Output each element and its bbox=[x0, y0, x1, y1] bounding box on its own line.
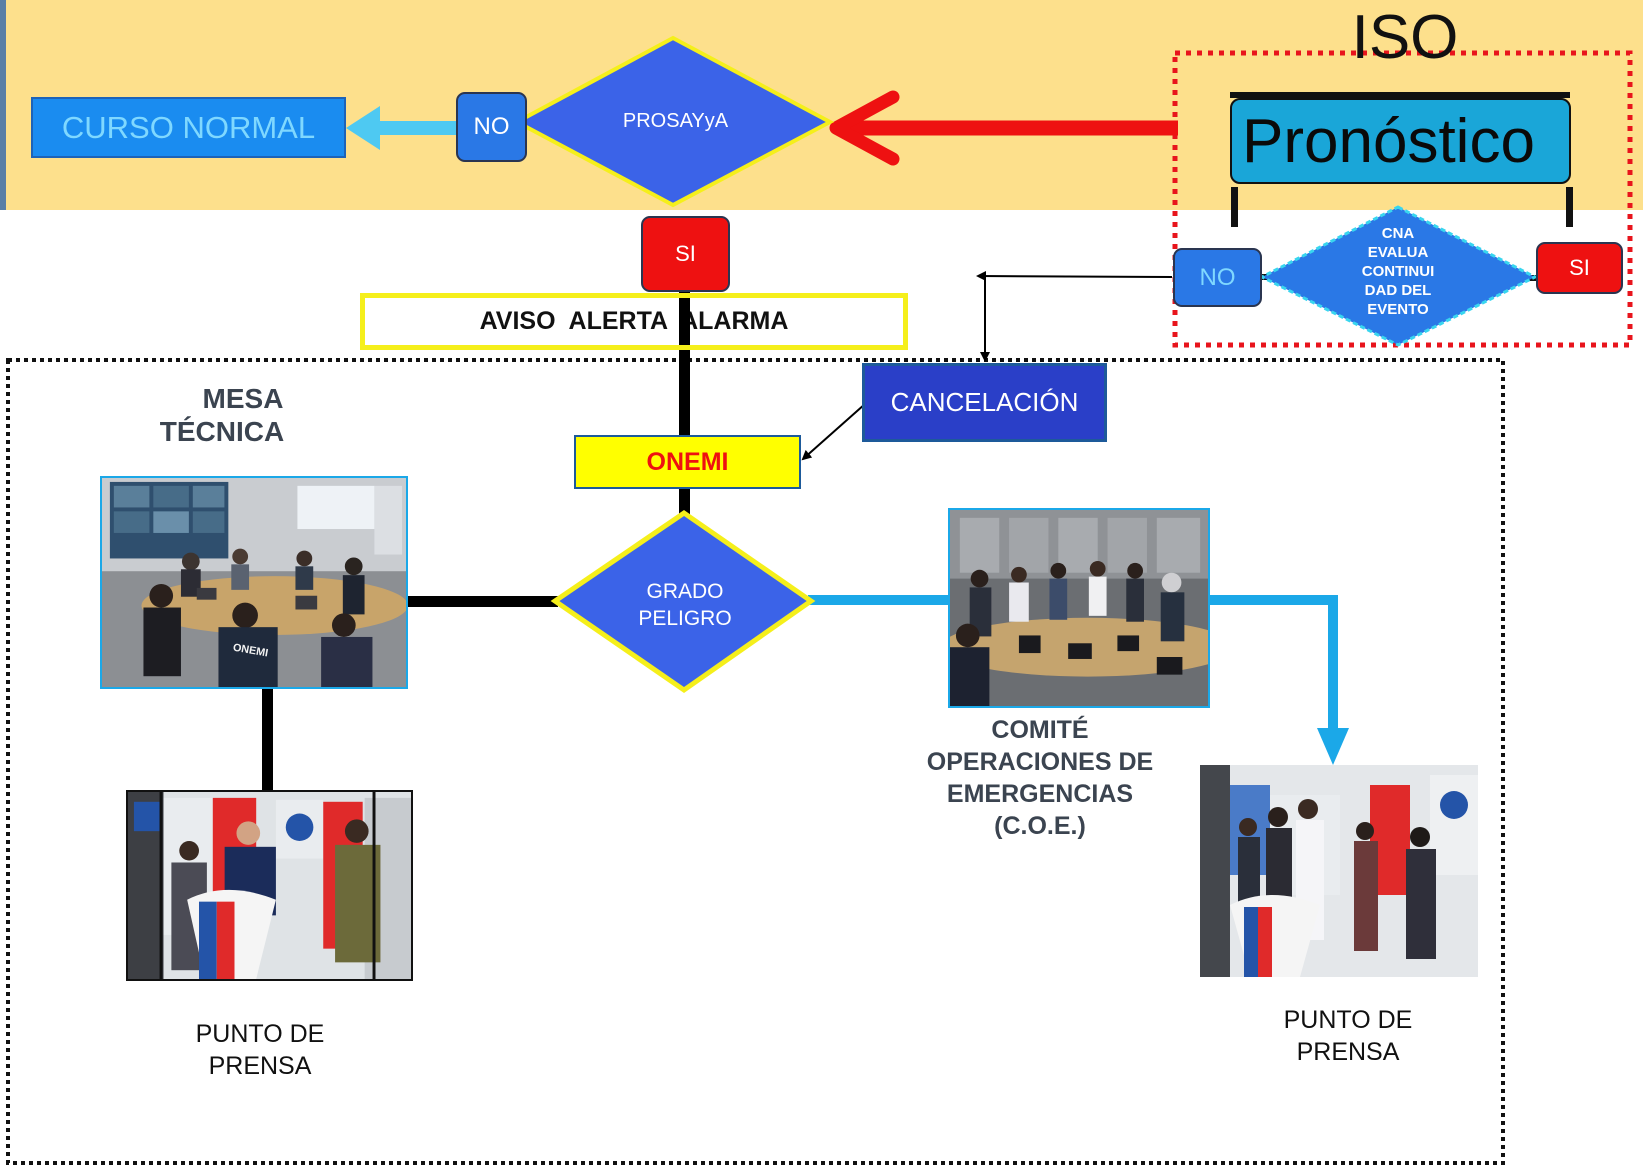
aviso-line-overlay bbox=[679, 298, 690, 345]
grado-line-2: PELIGRO bbox=[638, 607, 732, 630]
red-arrow-head bbox=[829, 90, 900, 166]
main-vertical-connector bbox=[679, 290, 690, 520]
punto-prensa-right-label: PUNTO DE PRENSA bbox=[1268, 1004, 1428, 1068]
coe-line-3: EMERGENCIAS bbox=[946, 780, 1134, 808]
coe-line-4: (C.O.E.) bbox=[994, 812, 1086, 840]
pron-left-drop bbox=[1231, 187, 1238, 227]
cancelacion-box: CANCELACIÓN bbox=[862, 363, 1107, 442]
grado-peligro-label: GRADO PELIGRO bbox=[610, 578, 760, 632]
pron-dash-bar bbox=[1230, 92, 1570, 98]
grado-line-1: GRADO bbox=[646, 580, 724, 603]
main-dotted-container bbox=[6, 358, 1505, 1165]
punto-prensa-left-label: PUNTO DE PRENSA bbox=[180, 1018, 340, 1082]
mesa-horizontal-connector bbox=[406, 596, 558, 607]
punto-prensa-left-photo bbox=[126, 790, 413, 981]
cna-line-5: EVENTO bbox=[1367, 301, 1429, 318]
prensa-left-line-2: PRENSA bbox=[208, 1052, 312, 1080]
coe-photo bbox=[948, 508, 1210, 708]
cna-diamond-text: CNA EVALUA CONTINUI DAD DEL EVENTO bbox=[1328, 224, 1468, 319]
cyan-arrow-head bbox=[346, 106, 380, 150]
pronostico-box: Pronóstico bbox=[1230, 98, 1571, 184]
cna-diamond bbox=[1258, 205, 1539, 347]
cna-line-3: CONTINUI bbox=[1361, 263, 1435, 280]
prosayya-label: PROSAYyA bbox=[622, 110, 729, 132]
prosayya-si-box: SI bbox=[641, 216, 730, 292]
cna-si-box: SI bbox=[1536, 242, 1623, 294]
cna-line-4: DAD DEL bbox=[1364, 282, 1432, 299]
aviso-alerta-alarma-label: AVISO ALERTA ALARMA bbox=[479, 307, 789, 335]
mesa-line-1: MESA bbox=[202, 383, 284, 414]
coe-right-arrow-head bbox=[1317, 728, 1349, 765]
pron-right-drop bbox=[1566, 187, 1573, 227]
prosayya-diamond bbox=[512, 35, 835, 208]
cna-line-1: CNA bbox=[1381, 225, 1415, 242]
cna-line-2: EVALUA bbox=[1367, 244, 1429, 261]
coe-right-vertical bbox=[1328, 595, 1338, 733]
coe-label: COMITÉ OPERACIONES DE EMERGENCIAS (C.O.E… bbox=[916, 714, 1164, 842]
coe-line-2: OPERACIONES DE bbox=[926, 748, 1154, 776]
mesa-tecnica-photo: ONEMI bbox=[100, 476, 408, 689]
aviso-alerta-alarma-box: AVISO ALERTA ALARMA bbox=[360, 293, 908, 350]
cna-no-box: NO bbox=[1173, 248, 1262, 307]
coe-right-horizontal bbox=[1208, 595, 1338, 605]
cancel-arrow-horizontal bbox=[976, 271, 1173, 282]
cancel-to-onemi-arrow bbox=[801, 403, 866, 461]
iso-title: ISO bbox=[1351, 3, 1459, 72]
slide-edge-accent bbox=[0, 0, 6, 210]
mesa-tecnica-label: MESA TÉCNICA bbox=[150, 382, 314, 448]
coe-horizontal-connector bbox=[808, 595, 950, 605]
punto-prensa-right-photo bbox=[1200, 765, 1478, 977]
onemi-box: ONEMI bbox=[574, 435, 801, 489]
curso-normal-box: CURSO NORMAL bbox=[31, 97, 346, 158]
grado-peligro-diamond bbox=[550, 509, 816, 694]
prensa-right-line-1: PUNTO DE bbox=[1283, 1006, 1413, 1034]
prosayya-no-box: NO bbox=[456, 92, 527, 162]
mesa-line-2: TÉCNICA bbox=[159, 416, 285, 447]
cyan-arrow-shaft bbox=[372, 121, 458, 135]
prensa-right-line-2: PRENSA bbox=[1296, 1038, 1400, 1066]
prensa-left-connector bbox=[262, 688, 273, 792]
coe-line-1: COMITÉ bbox=[991, 716, 1089, 744]
prensa-left-line-1: PUNTO DE bbox=[195, 1020, 325, 1048]
